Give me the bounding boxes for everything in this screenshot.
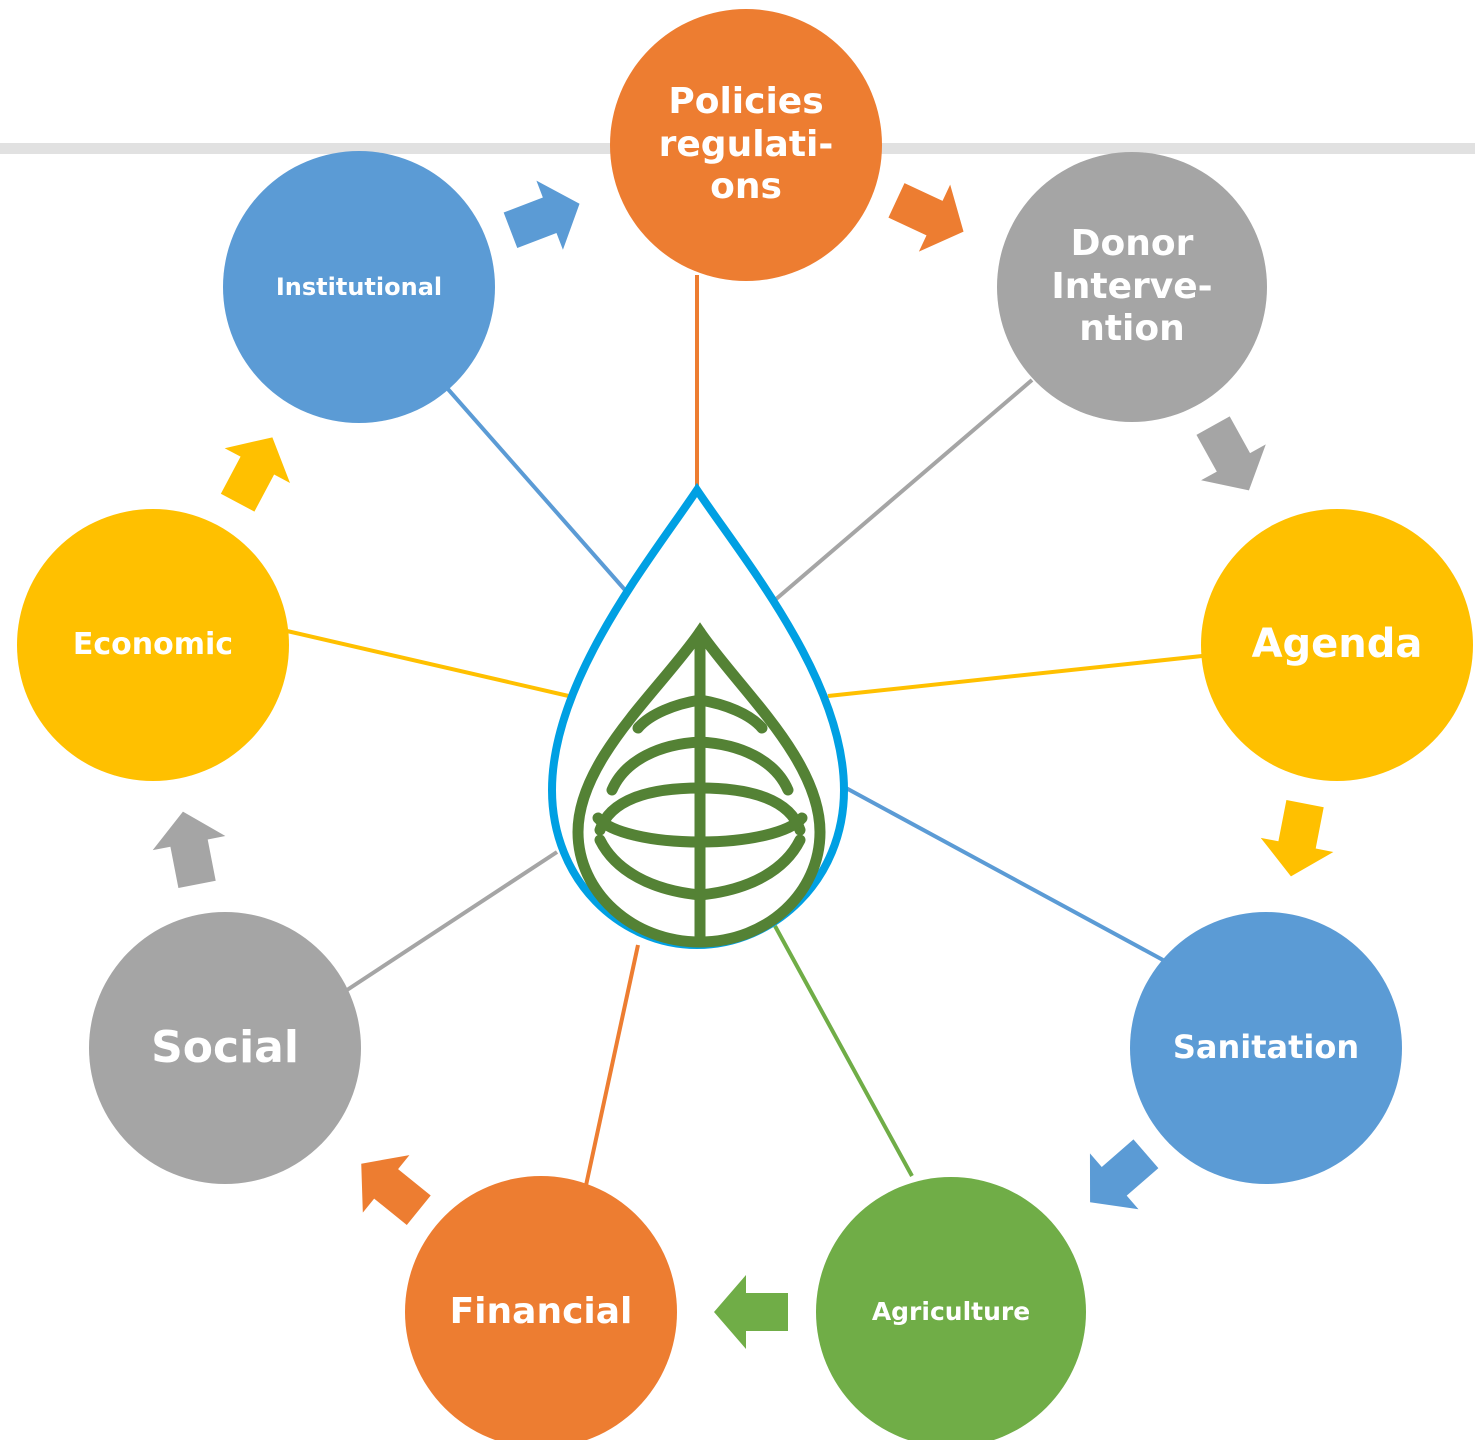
water-drop-leaf-icon <box>547 482 849 950</box>
connector-social <box>345 850 559 992</box>
node-sanitation-label: Sanitation <box>1172 1028 1360 1067</box>
node-institutional-circle <box>223 151 495 423</box>
connector-financial <box>583 944 640 1191</box>
cycle-arrows <box>152 180 1334 1349</box>
arrow-agriculture-to-financial-icon <box>714 1275 788 1349</box>
node-social-circle <box>89 912 361 1184</box>
node-economic-label: Economic <box>72 627 234 663</box>
node-social: Social <box>89 1018 361 1078</box>
node-agenda: Agenda <box>1201 605 1473 685</box>
node-sanitation: Sanitation <box>1130 1018 1402 1078</box>
connector-donor <box>773 378 1034 602</box>
connector-lines <box>286 275 1203 1191</box>
node-agenda-label: Agenda <box>1251 621 1423 668</box>
node-policies-label-line-3: ons <box>710 166 782 208</box>
connector-economic <box>286 629 574 699</box>
arrow-economic-to-institutional-icon <box>220 437 291 512</box>
node-institutional: Institutional <box>223 267 495 307</box>
node-financial: Financial <box>405 1285 677 1339</box>
node-institutional-label: Institutional <box>275 272 443 301</box>
node-economic-circle <box>17 509 289 781</box>
node-policies-circle <box>610 9 882 281</box>
node-policies-label-line-1: Policies <box>668 81 824 123</box>
node-donor-label-line-1: Donor <box>1070 223 1194 265</box>
arrow-sanitation-to-agriculture-icon <box>1089 1139 1159 1210</box>
connector-agenda <box>827 654 1203 698</box>
node-donor-label-line-2: Interve- <box>1051 265 1213 307</box>
arrow-policies-to-donor-icon <box>888 183 964 252</box>
node-agenda-circle <box>1201 509 1473 781</box>
node-policies: Policies regulati- ons <box>621 70 871 220</box>
node-financial-circle <box>405 1176 677 1440</box>
connector-sanitation <box>845 786 1164 962</box>
arrow-donor-to-agenda-icon <box>1196 416 1266 491</box>
node-financial-label: Financial <box>449 1290 633 1332</box>
node-policies-label-line-2: regulati- <box>658 123 834 165</box>
node-donor-label-line-3: ntion <box>1079 308 1185 350</box>
arrow-agenda-to-sanitation-icon <box>1260 800 1334 877</box>
leaf-icon <box>572 622 826 948</box>
arrow-financial-to-social-icon <box>361 1155 431 1226</box>
node-sanitation-circle <box>1130 912 1402 1184</box>
arrow-social-to-economic-icon <box>152 811 226 888</box>
node-donor-circle <box>997 152 1267 422</box>
node-agriculture-label: Agriculture <box>871 1297 1031 1327</box>
node-agriculture-circle <box>816 1177 1086 1440</box>
node-agriculture: Agriculture <box>816 1292 1086 1332</box>
node-economic: Economic <box>17 620 289 670</box>
connector-agriculture <box>773 925 914 1177</box>
node-donor: Donor Interve- ntion <box>1007 212 1257 362</box>
node-social-label: Social <box>151 1022 299 1074</box>
arrow-institutional-to-policies-icon <box>503 180 580 250</box>
connector-institutional <box>445 386 627 592</box>
